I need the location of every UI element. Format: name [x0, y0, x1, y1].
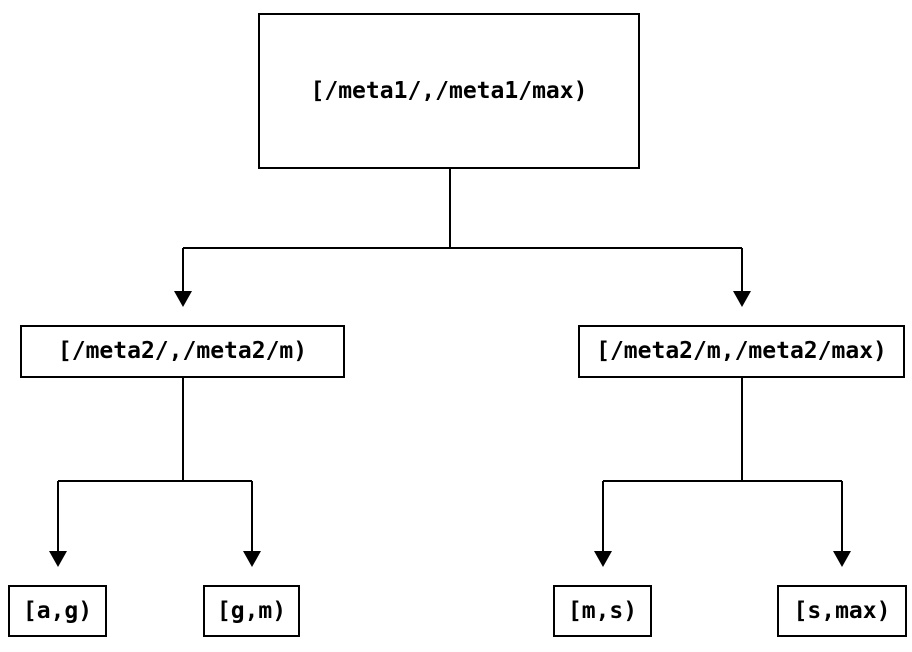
- node-leaf-gm: [g,m): [203, 585, 300, 637]
- node-leaf-gm-label: [g,m): [216, 597, 287, 624]
- node-meta2-right-label: [/meta2/m,/meta2/max): [596, 338, 887, 364]
- arrow-down-icon: [594, 551, 612, 567]
- arrow-down-icon: [243, 551, 261, 567]
- node-leaf-smax-label: [s,max): [793, 597, 891, 624]
- node-meta2-left-label: [/meta2/,/meta2/m): [57, 338, 308, 364]
- node-leaf-ms-label: [m,s): [567, 597, 638, 624]
- node-leaf-ms: [m,s): [553, 585, 652, 637]
- edge-connector-left-children: [57, 378, 253, 551]
- node-leaf-ag-label: [a,g): [22, 597, 93, 624]
- node-root-label: [/meta1/,/meta1/max): [310, 77, 588, 104]
- arrow-down-icon: [733, 291, 751, 307]
- node-root: [/meta1/,/meta1/max): [258, 13, 640, 169]
- arrow-down-icon: [174, 291, 192, 307]
- node-leaf-ag: [a,g): [8, 585, 107, 637]
- node-meta2-left: [/meta2/,/meta2/m): [20, 325, 345, 378]
- node-leaf-smax: [s,max): [777, 585, 907, 637]
- node-meta2-right: [/meta2/m,/meta2/max): [578, 325, 905, 378]
- arrow-down-icon: [49, 551, 67, 567]
- edge-connector-root-children: [182, 169, 743, 291]
- edge-connector-right-children: [602, 378, 843, 551]
- arrow-down-icon: [833, 551, 851, 567]
